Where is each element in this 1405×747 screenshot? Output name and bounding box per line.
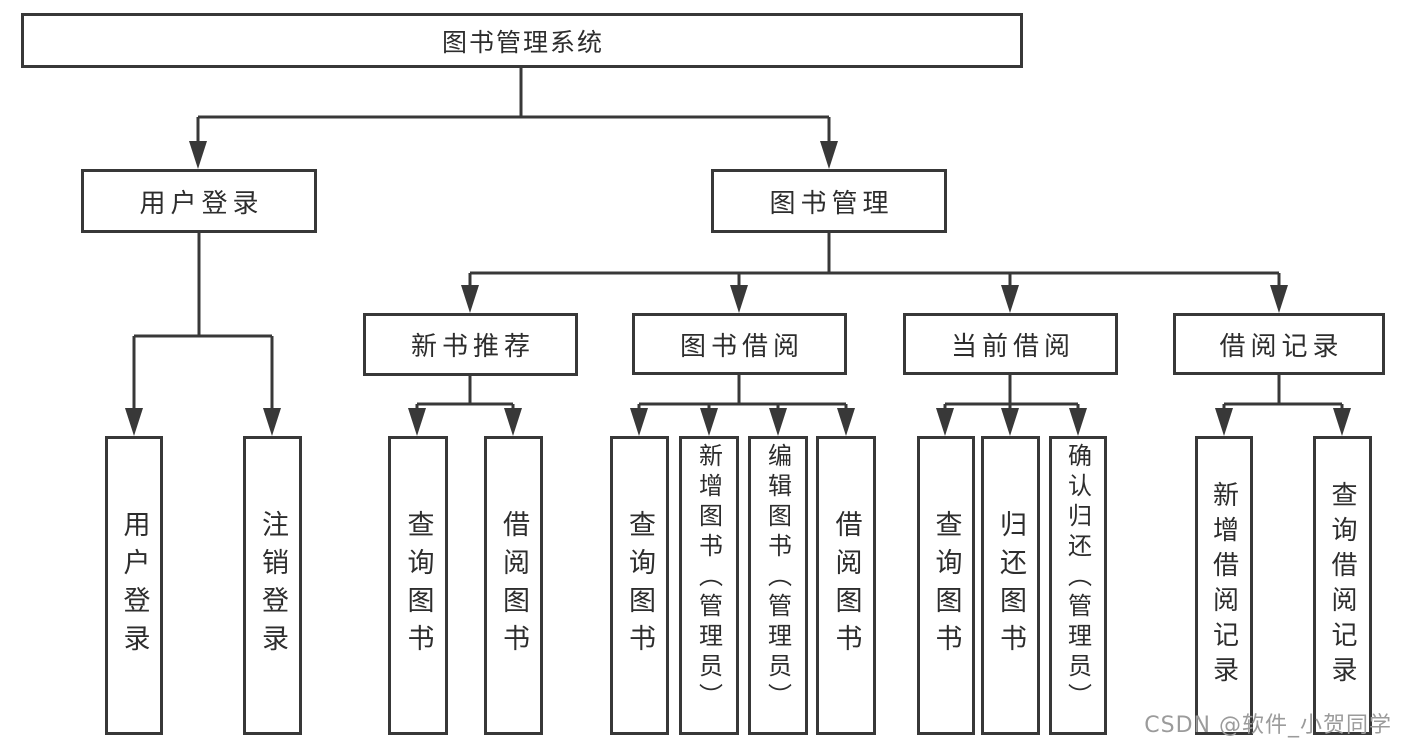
node-new-book-recommendation: 新书推荐 [363, 313, 578, 376]
leaf-query-books-borrowing: 查询图书 [610, 436, 669, 735]
leaf-return-books: 归还图书 [981, 436, 1040, 735]
node-user-login: 用户登录 [81, 169, 317, 233]
watermark-text: CSDN @软件_小贺同学 [1144, 713, 1392, 738]
leaf-borrow-books-recommend: 借阅图书 [484, 436, 543, 735]
leaf-query-books-current: 查询图书 [917, 436, 975, 735]
leaf-user-login: 用户登录 [105, 436, 163, 735]
arrowhead-icons [125, 141, 1351, 436]
node-current-borrowing: 当前借阅 [903, 313, 1118, 375]
leaf-query-borrow-record: 查询借阅记录 [1313, 436, 1372, 735]
leaf-confirm-return-admin: 确认归还（管理员） [1049, 436, 1107, 735]
leaf-add-book-admin: 新增图书（管理员） [679, 436, 739, 735]
leaf-query-books-recommend: 查询图书 [388, 436, 448, 735]
node-borrowing-records: 借阅记录 [1173, 313, 1385, 375]
node-library-management-system: 图书管理系统 [21, 13, 1023, 68]
leaf-edit-book-admin: 编辑图书（管理员） [748, 436, 808, 735]
leaf-logout: 注销登录 [243, 436, 302, 735]
node-book-management: 图书管理 [711, 169, 947, 233]
node-book-borrowing: 图书借阅 [632, 313, 847, 375]
leaf-add-borrow-record: 新增借阅记录 [1195, 436, 1253, 735]
leaf-borrow-books-borrowing: 借阅图书 [816, 436, 876, 735]
